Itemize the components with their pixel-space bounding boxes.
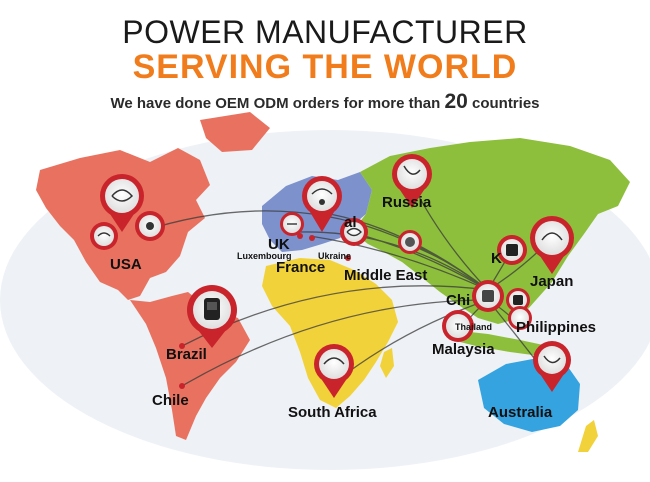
pin-china	[472, 280, 504, 312]
label-malaysia: Malaysia	[432, 341, 495, 358]
greenland-shape	[200, 112, 270, 152]
label-brazil: Brazil	[166, 346, 207, 363]
pin-china-2	[506, 288, 530, 312]
label-france: France	[276, 259, 326, 276]
headline-serving-the-world: SERVING THE WORLD	[132, 48, 518, 86]
label-south-africa: South Africa	[288, 404, 377, 421]
label-thailand: Thailand	[455, 322, 493, 332]
label-chile: Chile	[152, 392, 189, 409]
subtitle-prefix: We have done OEM ODM orders for more tha…	[110, 95, 441, 112]
label-china: Chi	[446, 292, 471, 309]
label-russia: Russia	[382, 194, 432, 211]
pin-usa-3	[135, 211, 165, 241]
label-australia: Australia	[488, 404, 553, 421]
headline-power-manufacturer: POWER MANUFACTURER	[122, 14, 528, 50]
label-japan: Japan	[530, 273, 574, 290]
pin-thailand	[442, 310, 474, 342]
label-partial: al	[344, 214, 357, 231]
label-usa: USA	[110, 256, 142, 273]
pin-usa-1	[100, 174, 144, 232]
pin-russia	[392, 154, 432, 208]
label-uk: UK	[268, 236, 290, 253]
pin-philippines	[508, 306, 532, 330]
pin-europe-top	[302, 176, 342, 232]
pin-south-africa	[314, 344, 354, 398]
pin-japan	[530, 216, 574, 274]
pin-ukraine	[340, 218, 368, 246]
africa-shape	[262, 258, 398, 408]
label-philippines: Philippines	[516, 319, 597, 336]
pin-brazil	[187, 285, 237, 348]
new-zealand-shape	[578, 420, 598, 452]
label-middle-east: Middle East	[344, 267, 428, 284]
indonesia-shape	[452, 330, 548, 356]
pin-middle-east	[398, 230, 422, 254]
label-ukraine: Ukraine	[318, 251, 352, 261]
madagascar-shape	[380, 348, 394, 378]
subtitle-suffix: countries	[471, 95, 540, 112]
pin-usa-2	[90, 222, 118, 250]
subtitle-number: 20	[444, 90, 468, 113]
pin-korea	[497, 235, 527, 265]
pin-australia	[533, 341, 571, 392]
label-luxembourg: Luxembourg	[237, 251, 292, 261]
pin-uk	[280, 212, 304, 236]
subtitle: We have done OEM ODM orders for more tha…	[0, 90, 650, 114]
label-korea: K	[491, 250, 502, 267]
